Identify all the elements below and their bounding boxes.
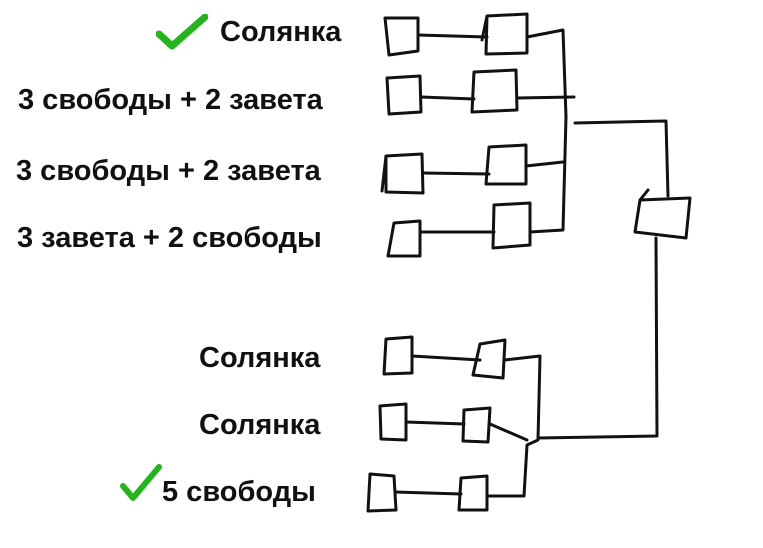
check-icon: [155, 13, 209, 55]
connector-line: [515, 95, 576, 100]
connector-line: [410, 354, 482, 362]
slot-box: [366, 472, 398, 513]
connector-line: [536, 236, 659, 440]
final-box: [633, 188, 692, 240]
slot-box: [380, 152, 425, 195]
slot-box: [382, 335, 414, 376]
slot-box: [470, 68, 519, 114]
check-icon: [120, 464, 162, 507]
connector-line: [393, 490, 463, 496]
connector-line: [421, 171, 491, 176]
slot-box: [386, 219, 422, 258]
entry-label-lower-2: Солянка: [199, 409, 321, 441]
slot-box: [491, 201, 532, 250]
entry-label-lower-3: 5 свободы: [162, 476, 316, 508]
connector-line: [524, 160, 565, 168]
entry-label-upper-1: Солянка: [220, 16, 342, 48]
slot-box: [484, 143, 528, 186]
connector-line: [419, 95, 476, 101]
slot-box: [461, 406, 492, 444]
connector-line: [485, 354, 542, 498]
entry-label-lower-1: Солянка: [199, 342, 321, 374]
slot-box: [385, 74, 423, 116]
connector-line: [573, 119, 670, 198]
slot-box: [471, 338, 507, 380]
entry-label-upper-3: 3 свободы + 2 завета: [16, 155, 321, 187]
entry-label-upper-4: 3 завета + 2 свободы: [17, 222, 322, 254]
slot-box: [457, 474, 489, 512]
slot-box: [383, 16, 420, 57]
entry-label-upper-2: 3 свободы + 2 завета: [18, 84, 323, 116]
connector-line: [404, 420, 466, 426]
connector-line: [488, 422, 529, 442]
connector-line: [416, 33, 489, 39]
connector-line: [525, 28, 568, 234]
slot-box: [480, 12, 529, 56]
slot-box: [378, 402, 408, 442]
